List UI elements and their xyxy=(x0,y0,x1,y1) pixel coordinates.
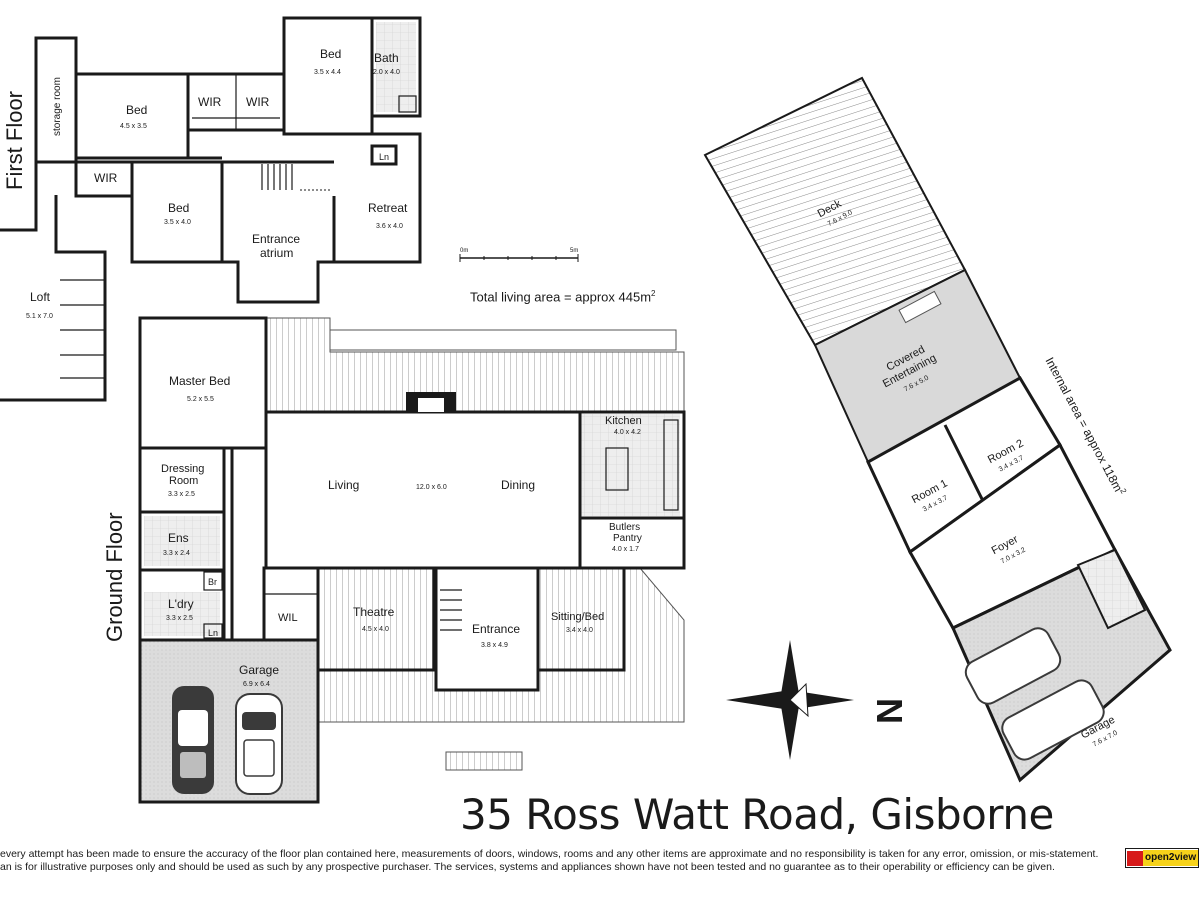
room-label: WIR xyxy=(246,95,270,109)
scale-start: 0m xyxy=(460,248,468,254)
ground-floor-label: Ground Floor xyxy=(102,512,127,642)
room-label: Garage xyxy=(239,663,279,677)
room-label: Living xyxy=(328,478,359,492)
room-dim: 3.5 x 4.4 xyxy=(314,69,341,76)
total-living-area-sup: 2 xyxy=(651,289,656,298)
room-dim: 3.6 x 4.0 xyxy=(376,223,403,230)
car-icon xyxy=(172,686,214,794)
room-label: Sitting/Bed xyxy=(551,611,604,623)
disclaimer-line-2: an is for illustrative purposes only and… xyxy=(0,861,1055,873)
compass-rose-icon xyxy=(726,640,854,760)
disclaimer: every attempt has been made to ensure th… xyxy=(0,848,1115,874)
room-label: Ens xyxy=(168,531,189,545)
room-label: Master Bed xyxy=(169,374,230,388)
room-label: Dressing xyxy=(161,463,204,475)
scale-end: 5m xyxy=(570,248,578,254)
room-label: L'dry xyxy=(168,597,194,611)
room-label: Loft xyxy=(30,290,51,304)
first-floor-label: First Floor xyxy=(2,91,27,190)
room-label: Dining xyxy=(501,478,535,492)
storage-room-label: storage room xyxy=(52,77,63,136)
total-living-area: Total living area = approx 445m2 xyxy=(470,289,655,304)
room-label: Room xyxy=(169,475,198,487)
room-dim: 4.5 x 3.5 xyxy=(120,123,147,130)
open2view-logo-icon: open2view xyxy=(1125,848,1199,868)
room-dim: 4.0 x 1.7 xyxy=(612,546,639,553)
car-icon xyxy=(964,627,1062,705)
logo-badge-icon xyxy=(1127,850,1143,866)
car-icon xyxy=(1001,679,1105,761)
room-label: Kitchen xyxy=(605,415,642,427)
room-label: Butlers xyxy=(609,522,640,533)
room-label: WIL xyxy=(278,612,298,624)
room-label: Entrance xyxy=(252,232,300,246)
ground-floor-plan xyxy=(138,316,686,804)
room-dim: 3.8 x 4.9 xyxy=(481,642,508,649)
room-dim: 6.9 x 6.4 xyxy=(243,681,270,688)
north-label: N xyxy=(869,698,910,724)
room-dim: 5.1 x 7.0 xyxy=(26,313,53,320)
room-dim: 3.3 x 2.5 xyxy=(166,615,193,622)
room-label: Retreat xyxy=(368,201,408,215)
room-dim: 3.3 x 2.4 xyxy=(163,550,190,557)
property-address: 35 Ross Watt Road, Gisborne xyxy=(460,790,1054,839)
room-label: Ln xyxy=(379,152,389,162)
room-label: Pantry xyxy=(613,533,642,544)
room-dim: 3.4 x 4.0 xyxy=(566,627,593,634)
first-floor-plan xyxy=(0,16,422,402)
room-label: Bed xyxy=(168,201,189,215)
room-label: Bath xyxy=(374,51,399,65)
room-dim: 4.5 x 4.0 xyxy=(362,626,389,633)
total-living-area-text: Total living area = approx 445m xyxy=(470,289,652,305)
room-label: Theatre xyxy=(353,605,395,619)
room-label: Entrance xyxy=(472,622,520,636)
room-label: WIR xyxy=(94,171,118,185)
room-label: atrium xyxy=(260,246,293,260)
room-dim: 5.2 x 5.5 xyxy=(187,396,214,403)
room-dim: 3.3 x 2.5 xyxy=(168,491,195,498)
logo-text: open2view xyxy=(1143,850,1198,866)
room-dim: 3.5 x 4.0 xyxy=(164,219,191,226)
room-label: WIR xyxy=(198,95,222,109)
room-dim: 12.0 x 6.0 xyxy=(416,484,447,491)
room-label: Br xyxy=(208,577,217,587)
outbuilding-plan xyxy=(703,76,1172,783)
disclaimer-line-1: every attempt has been made to ensure th… xyxy=(0,848,1099,860)
room-label: Bed xyxy=(126,103,147,117)
room-label: Ln xyxy=(208,628,218,638)
car-icon xyxy=(235,693,283,795)
room-label: Bed xyxy=(320,47,341,61)
scale-bar: 0m 5m xyxy=(459,248,579,262)
room-dim: 2.0 x 4.0 xyxy=(373,69,400,76)
room-dim: 4.0 x 4.2 xyxy=(614,429,641,436)
